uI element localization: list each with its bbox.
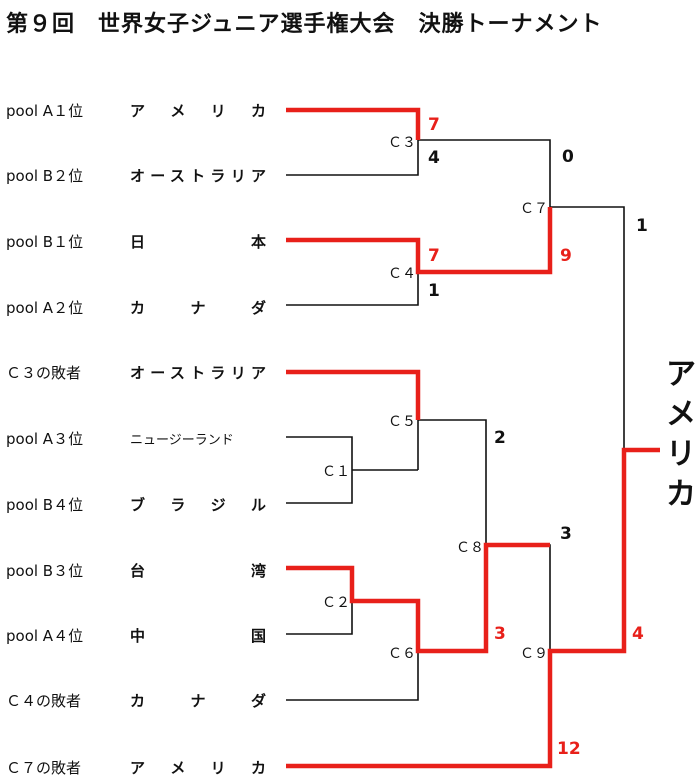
normal-lines: [286, 139, 625, 701]
line-c6-bottom: [286, 651, 419, 701]
line-c8-top: [418, 419, 487, 545]
line-c2-bottom: [286, 601, 353, 635]
score-c4-bottom: 1: [428, 281, 440, 301]
score-c8-top: 2: [494, 428, 506, 448]
score-final-bottom: 4: [632, 624, 644, 644]
match-label-c7: Ｃ７: [520, 201, 548, 217]
entry-team: 日 本: [130, 233, 266, 251]
entry-team: カ ナ ダ: [130, 299, 266, 317]
match-label-c9: Ｃ９: [520, 646, 548, 662]
match-label-c3: Ｃ３: [388, 135, 416, 151]
line-c7-top: [418, 139, 551, 207]
entry-team: ブ ラ ジ ル: [130, 496, 266, 514]
entry-seed: pool B３位: [6, 562, 84, 580]
score-c3-top: 7: [428, 115, 440, 135]
score-c3-bottom: 4: [428, 148, 440, 168]
entry-seed: Ｃ７の敗者: [6, 759, 82, 777]
entry-team: ニュージーランド: [130, 433, 234, 448]
match-label-c6: Ｃ６: [388, 646, 416, 662]
entry-seed: pool B４位: [6, 496, 84, 514]
score-c4-top: 7: [428, 246, 440, 266]
entry-team: 中 国: [130, 627, 266, 645]
champion-label: アメリカ: [666, 357, 696, 512]
entry-seed: pool B１位: [6, 233, 84, 251]
score-final-top: 1: [636, 216, 648, 236]
winner-lines: [286, 107, 660, 769]
win-c9: [286, 447, 660, 769]
win-c5: [286, 369, 421, 420]
entry-seed: Ｃ３の敗者: [6, 364, 82, 382]
entry-team: 台 湾: [130, 562, 266, 580]
score-c8-bottom: 3: [494, 624, 506, 644]
page-title: 第９回 世界女子ジュニア選手権大会 決勝トーナメント: [6, 12, 603, 37]
entry-seed: pool A３位: [6, 430, 84, 448]
line-c4-bottom: [286, 272, 419, 306]
score-c9-top: 3: [560, 524, 572, 544]
score-c7-bottom: 9: [560, 246, 572, 266]
entry-seed: pool B２位: [6, 167, 84, 185]
win-c4: [286, 207, 553, 275]
entry-seed: Ｃ４の敗者: [6, 692, 82, 710]
entry-seed: pool A１位: [6, 102, 84, 120]
win-c3: [286, 107, 421, 140]
entry-team: オーストラリア: [130, 167, 266, 185]
match-label-c4: Ｃ４: [388, 266, 416, 282]
match-label-c5: Ｃ５: [388, 414, 416, 430]
match-label-c8: Ｃ８: [456, 540, 484, 556]
entry-team: オーストラリア: [130, 364, 266, 382]
win-c2: [286, 542, 550, 654]
match-label-c2: Ｃ２: [322, 595, 350, 611]
entry-seed: pool A４位: [6, 627, 84, 645]
entry-team: カ ナ ダ: [130, 692, 266, 710]
score-c9-bottom: 12: [557, 739, 581, 759]
score-c7-top: 0: [562, 147, 574, 167]
entry-team: ア メ リ カ: [130, 759, 266, 777]
line-final-top: [550, 206, 625, 450]
entry-team: ア メ リ カ: [130, 102, 266, 120]
match-label-c1: Ｃ１: [322, 464, 350, 480]
entry-seed: pool A２位: [6, 299, 84, 317]
line-c3-bottom: [286, 140, 419, 176]
